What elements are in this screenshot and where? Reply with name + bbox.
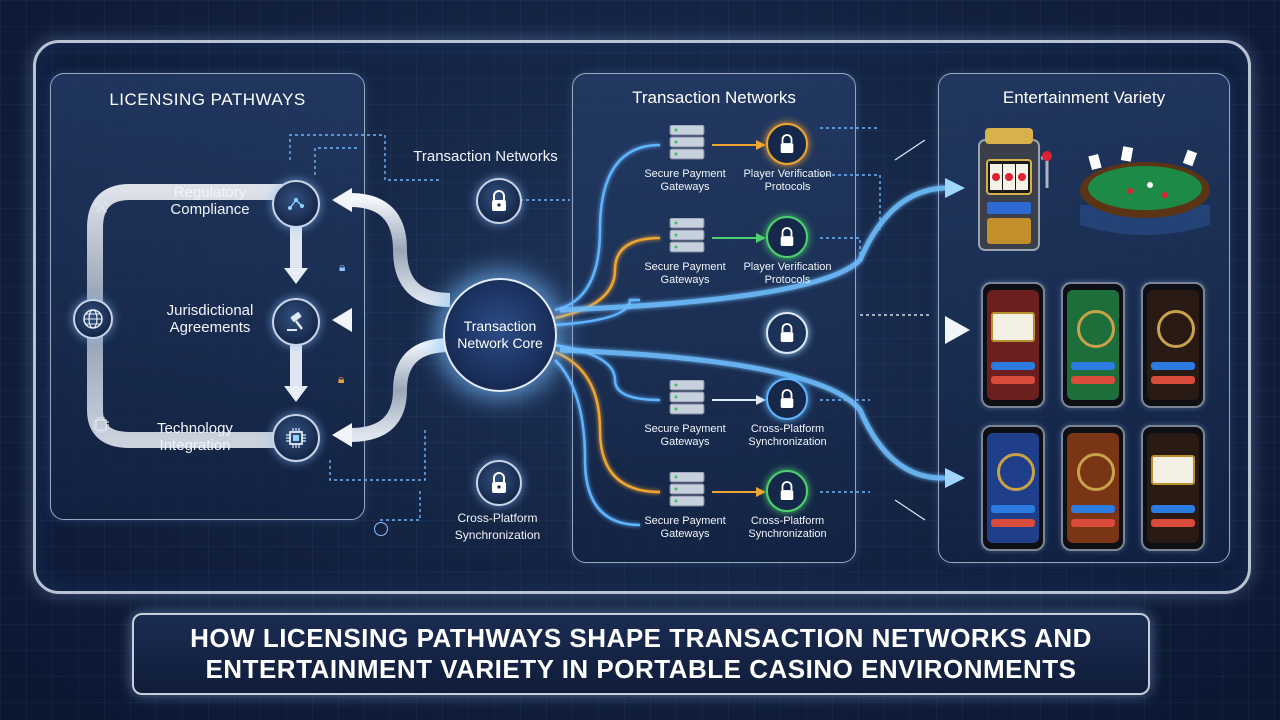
server-stack-icon — [668, 124, 708, 161]
mobile-casino-phone — [1061, 282, 1125, 408]
secure-payment-label: Secure Payment Gateways — [644, 423, 726, 448]
server-stack-icon — [668, 379, 708, 416]
banner-line-1: HOW LICENSING PATHWAYS SHAPE TRANSACTION… — [190, 623, 1092, 653]
verification-lock-icon — [766, 123, 808, 165]
secure-payment-label: Secure Payment Gateways — [644, 168, 726, 193]
banner-line-2: ENTERTAINMENT VARIETY IN PORTABLE CASINO… — [205, 654, 1077, 684]
verification-label: Cross-Platform Synchronization — [748, 515, 827, 540]
verification-label: Cross-Platform Synchronization — [748, 423, 827, 448]
core-bottom-label: Cross-Platform Synchronization — [454, 511, 541, 542]
licensing-pathways-title: LICENSING PATHWAYS — [109, 90, 306, 109]
gavel-icon: ⚒ — [93, 197, 110, 218]
diagram-frame — [33, 40, 1251, 594]
mobile-casino-phone — [1061, 425, 1125, 551]
mobile-casino-phone — [1141, 425, 1205, 551]
entertainment-variety-title: Entertainment Variety — [1002, 88, 1166, 107]
chip-icon — [92, 416, 110, 438]
lock-icon-bottom — [476, 460, 522, 506]
globe-icon — [73, 299, 113, 339]
poker-table-image — [1070, 145, 1220, 245]
main-arrow-lock-icon — [766, 312, 808, 354]
title-banner: HOW LICENSING PATHWAYS SHAPE TRANSACTION… — [132, 613, 1150, 695]
server-stack-icon — [668, 471, 708, 508]
verification-lock-icon — [766, 470, 808, 512]
server-stack-icon — [668, 217, 708, 254]
core-to-technology — [349, 338, 451, 442]
technology-integration-label: Technology Integration — [157, 420, 233, 454]
network-node-icon — [272, 180, 320, 228]
core-to-regulatory — [349, 193, 451, 307]
mobile-casino-phone — [1141, 282, 1205, 408]
lock-small-bottom-icon — [374, 522, 388, 536]
secure-payment-label: Secure Payment Gateways — [644, 515, 726, 540]
jurisdictional-agreements-label: Jurisdictional Agreements — [166, 302, 254, 336]
verification-lock-icon — [766, 378, 808, 420]
core-top-label: Transaction Networks — [413, 148, 558, 165]
slot-machine-image — [973, 118, 1053, 256]
chip-node-icon — [272, 414, 320, 462]
transaction-network-core: Transaction Network Core — [443, 278, 557, 392]
mobile-casino-phone — [981, 425, 1045, 551]
gavel-node-icon — [272, 298, 320, 346]
mobile-casino-phone — [981, 282, 1045, 408]
core-label: Transaction Network Core — [457, 318, 543, 351]
verification-lock-icon — [766, 216, 808, 258]
regulatory-compliance-label: Regulatory Compliance — [170, 184, 250, 218]
padlock-small-orange-icon: 🔒︎ — [338, 372, 345, 386]
verification-label: Player Verification Protocols — [743, 261, 832, 286]
licensing-loop-pipe — [87, 184, 293, 448]
secure-payment-label: Secure Payment Gateways — [644, 261, 726, 286]
transaction-networks-title: Transaction Networks — [632, 88, 796, 107]
lock-icon-top — [476, 178, 522, 224]
verification-label: Player Verification Protocols — [743, 168, 832, 193]
padlock-small-icon: 🔒︎ — [339, 260, 346, 274]
